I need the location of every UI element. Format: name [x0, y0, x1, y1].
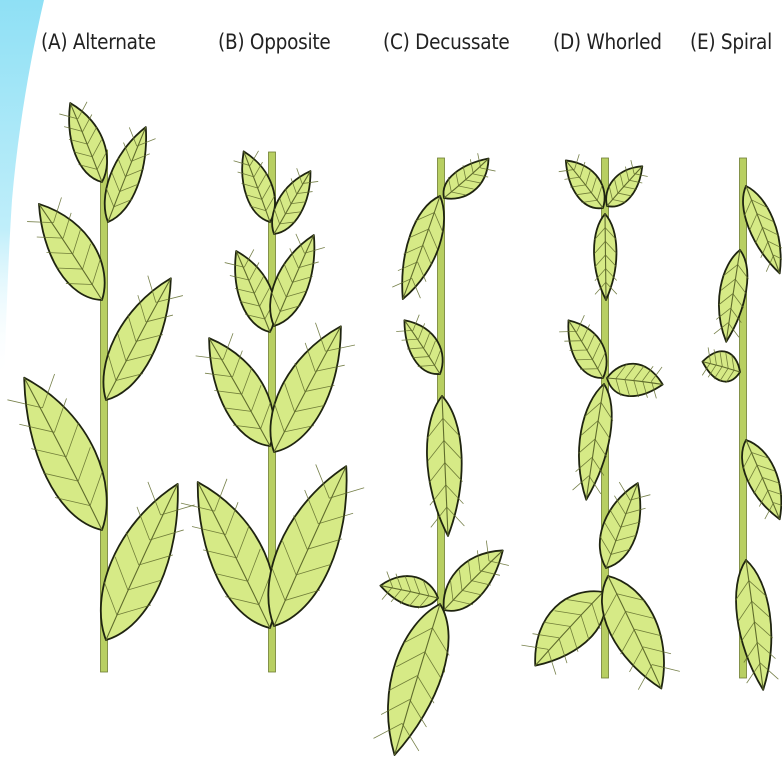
leaf-alternate — [105, 127, 156, 222]
label-whorled: (D) Whorled — [553, 30, 662, 54]
leaf-spiral — [702, 347, 740, 383]
leaf-opposite — [270, 323, 355, 452]
leaf-whorled — [607, 364, 663, 399]
leaf-whorled — [521, 591, 605, 674]
leaf-opposite — [181, 479, 275, 628]
leaf-whorled — [594, 214, 617, 300]
leaf-whorled — [559, 154, 605, 208]
left-decorative-accent — [0, 0, 44, 380]
label-alternate: (A) Alternate — [41, 30, 156, 54]
leaf-decussate — [396, 315, 442, 374]
leaf-alternate — [27, 197, 105, 300]
label-spiral: (E) Spiral — [690, 30, 772, 54]
leaf-decussate — [427, 396, 464, 536]
leaf-whorled — [602, 576, 680, 690]
leaf-opposite — [225, 249, 275, 332]
label-decussate: (C) Decussate — [383, 30, 509, 54]
leaf-decussate — [380, 571, 438, 608]
leaf-opposite — [196, 333, 274, 446]
leaf-whorled — [559, 315, 606, 378]
leaf-opposite — [270, 234, 325, 326]
leaf-decussate — [444, 153, 496, 199]
leaf-opposite — [268, 464, 364, 626]
leaf-spiral — [742, 440, 782, 519]
leaf-decussate — [392, 196, 444, 299]
label-opposite: (B) Opposite — [218, 30, 331, 54]
leaf-opposite — [272, 168, 318, 234]
leaf-spiral — [743, 186, 782, 273]
leaf-decussate — [444, 541, 509, 611]
leaf-whorled — [606, 160, 648, 206]
leaf-alternate — [101, 482, 195, 640]
leaf-decussate — [374, 604, 450, 755]
leaf-alternate — [59, 102, 107, 182]
leaf-alternate — [103, 276, 182, 400]
leaf-alternate — [7, 374, 106, 530]
